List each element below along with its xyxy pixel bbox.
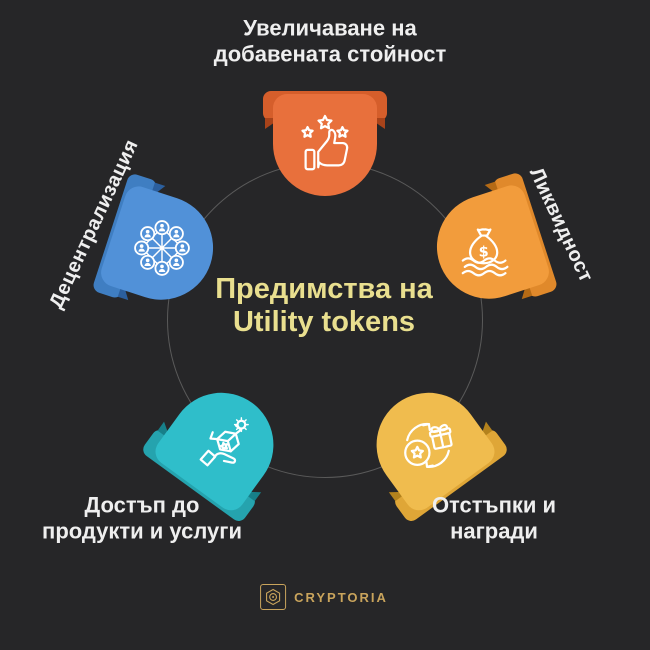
money-bag-waves-icon: $ [461, 228, 509, 277]
logo-text: CRYPTORIA [294, 589, 388, 605]
hand-open-box-icon [199, 417, 249, 467]
label-access: Достъп до продукти и услуги [42, 492, 242, 544]
badge-decentralization [97, 182, 227, 314]
node-decentralization [86, 159, 239, 336]
node-added-value [250, 89, 400, 201]
badge-access [149, 372, 295, 516]
badge-rewards [355, 372, 501, 516]
rewards-cycle-gift-icon [404, 423, 453, 468]
cryptoria-logo: CRYPTORIA [260, 584, 388, 610]
cryptoria-emblem-icon [260, 584, 287, 610]
node-liquidity: $ [412, 158, 565, 335]
node-rewards [334, 355, 521, 534]
thumbs-up-stars-icon [301, 114, 349, 171]
label-rewards: Отстъпки и награди [431, 492, 557, 544]
badge-liquidity: $ [423, 181, 553, 313]
badge-added-value [273, 94, 377, 196]
ribbon-fold-right [369, 118, 385, 129]
people-network-icon [134, 220, 190, 276]
label-added-value: Увеличаване на добавената стойност [213, 15, 447, 67]
svg-text:$: $ [479, 245, 489, 261]
node-access [128, 355, 315, 534]
diagram-title: Предимства на Utility tokens [215, 272, 433, 338]
